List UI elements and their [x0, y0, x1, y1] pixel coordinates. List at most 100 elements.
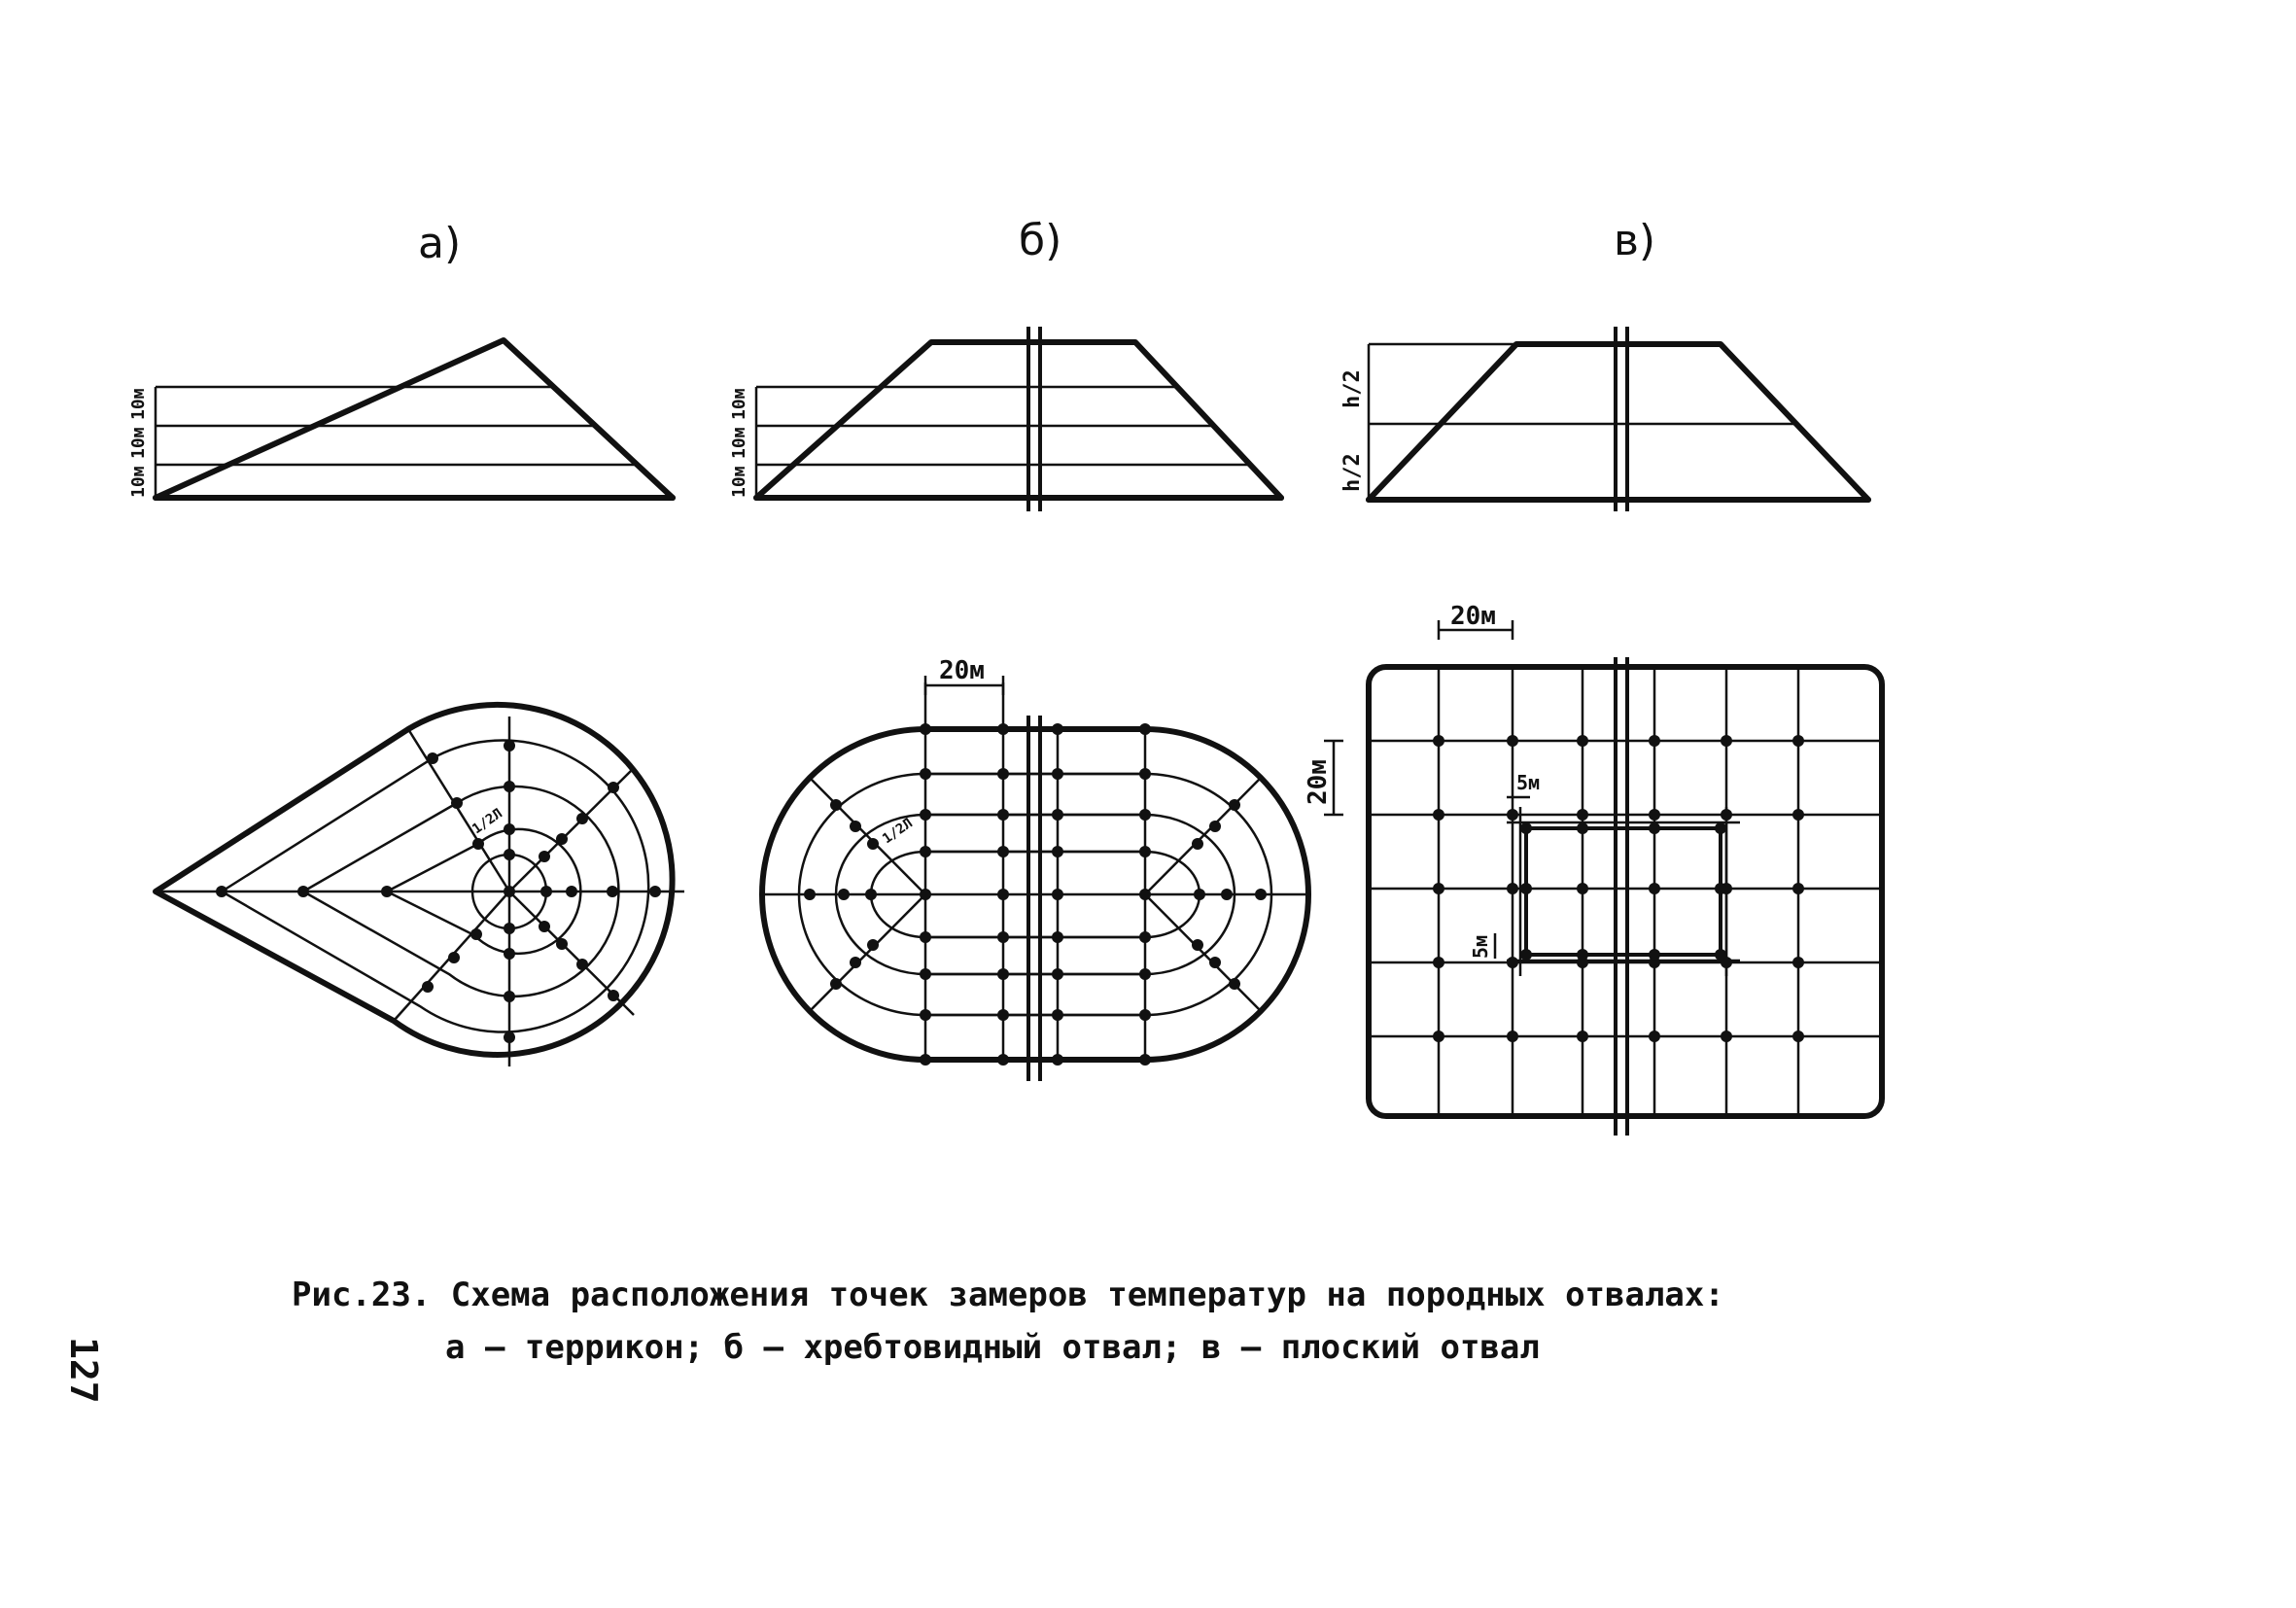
measurement-point: [1052, 846, 1063, 857]
measurement-point: [1507, 809, 1518, 821]
measurement-point: [1052, 931, 1063, 943]
section-c: h/2 h/2: [1340, 327, 1871, 511]
measurement-point: [1507, 735, 1518, 747]
measurement-point: [1139, 809, 1151, 821]
measurement-point: [1507, 883, 1518, 894]
measurement-point: [540, 886, 552, 897]
measurement-point: [1649, 1031, 1660, 1042]
measurement-point: [997, 809, 1009, 821]
caption-line-2: а – террикон; б – хребтовидный отвал; в …: [445, 1328, 1540, 1367]
measurement-point: [1715, 883, 1726, 894]
measurement-point: [1052, 768, 1063, 780]
measurement-point: [920, 846, 931, 857]
measurement-point: [1520, 822, 1532, 834]
measurement-point: [1577, 735, 1588, 747]
measurement-point: [216, 886, 227, 897]
measurement-point: [448, 952, 460, 963]
measurement-point: [920, 968, 931, 980]
measurement-point: [504, 1031, 515, 1043]
measurement-point: [504, 781, 515, 792]
measurement-point: [556, 833, 568, 845]
measurement-point: [1209, 821, 1221, 832]
measurement-point: [920, 931, 931, 943]
measurement-point: [1433, 809, 1444, 821]
plan-c-dim-20m-vertical: 20м: [1304, 759, 1333, 805]
measurement-point: [1433, 1031, 1444, 1042]
measurement-point: [997, 968, 1009, 980]
measurement-point: [867, 939, 879, 951]
measurement-point: [1139, 1009, 1151, 1021]
measurement-point: [920, 1009, 931, 1021]
measurement-point: [1139, 723, 1151, 735]
measurement-point: [997, 889, 1009, 900]
measurement-point: [1520, 883, 1532, 894]
section-c-dim-1: h/2: [1340, 453, 1365, 492]
measurement-point: [920, 768, 931, 780]
plan-c-dim-20m-horizontal: 20м: [1450, 602, 1496, 631]
section-b-dim-2: 10м: [729, 427, 749, 459]
plan-b-dim-half: 1/2Л: [880, 816, 916, 847]
measurement-point: [608, 782, 619, 793]
plan-b: 20м 1/2Л: [759, 656, 1311, 1081]
measurement-point: [504, 740, 515, 752]
measurement-point: [804, 889, 816, 900]
measurement-point: [1139, 931, 1151, 943]
measurement-point: [1715, 949, 1726, 961]
section-b-dim-3: 10м: [729, 388, 749, 420]
measurement-point: [997, 768, 1009, 780]
measurement-point: [504, 948, 515, 960]
section-b-dim-1: 10м: [729, 466, 749, 498]
measurement-point: [1507, 957, 1518, 968]
plan-c-dim-5m-horizontal: 5м: [1516, 771, 1540, 794]
measurement-point: [504, 991, 515, 1002]
measurement-point: [997, 1054, 1009, 1066]
measurement-point: [607, 886, 618, 897]
measurement-point: [850, 821, 861, 832]
measurement-point: [838, 889, 850, 900]
measurement-point: [997, 723, 1009, 735]
measurement-point: [1577, 883, 1588, 894]
measurement-point: [297, 886, 309, 897]
measurement-point: [865, 889, 877, 900]
measurement-point: [1052, 809, 1063, 821]
measurement-point: [504, 849, 515, 860]
measurement-point: [1721, 809, 1732, 821]
section-a-dim-2: 10м: [128, 427, 149, 459]
section-a-dim-1: 10м: [128, 466, 149, 498]
measurement-point: [1139, 889, 1151, 900]
page-number: 127: [62, 1337, 105, 1404]
measurement-point: [867, 838, 879, 850]
measurement-point: [1577, 809, 1588, 821]
measurement-point: [539, 921, 550, 932]
measurement-point: [1433, 735, 1444, 747]
section-a-dim-3: 10м: [128, 388, 149, 420]
section-c-dim-2: h/2: [1340, 369, 1365, 408]
plan-b-dim-20m: 20м: [939, 656, 985, 685]
measurement-point: [1649, 822, 1660, 834]
plan-c: 20м 20м 5м 5м: [1304, 602, 1885, 1136]
panel-a-label: а): [418, 219, 461, 268]
figure-caption: Рис.23. Схема расположения точек замеров…: [292, 1269, 1724, 1374]
measurement-point: [556, 938, 568, 950]
measurement-point: [1229, 799, 1240, 811]
measurement-point: [920, 723, 931, 735]
measurement-point: [1192, 838, 1203, 850]
section-b: 10м 10м 10м: [729, 327, 1284, 511]
measurement-point: [1139, 846, 1151, 857]
measurement-point: [997, 846, 1009, 857]
measurement-point: [1792, 957, 1804, 968]
measurement-point: [920, 889, 931, 900]
measurement-point: [504, 823, 515, 835]
measurement-point: [1649, 949, 1660, 961]
measurement-point: [1139, 1054, 1151, 1066]
measurement-point: [1792, 883, 1804, 894]
section-a: 10м 10м 10м: [128, 337, 676, 501]
measurement-point: [1052, 1009, 1063, 1021]
plan-c-dim-5m-vertical: 5м: [1469, 935, 1492, 959]
measurement-point: [1792, 1031, 1804, 1042]
measurement-point: [997, 931, 1009, 943]
measurement-point: [920, 809, 931, 821]
measurement-point: [850, 957, 861, 968]
measurement-point: [470, 928, 482, 940]
